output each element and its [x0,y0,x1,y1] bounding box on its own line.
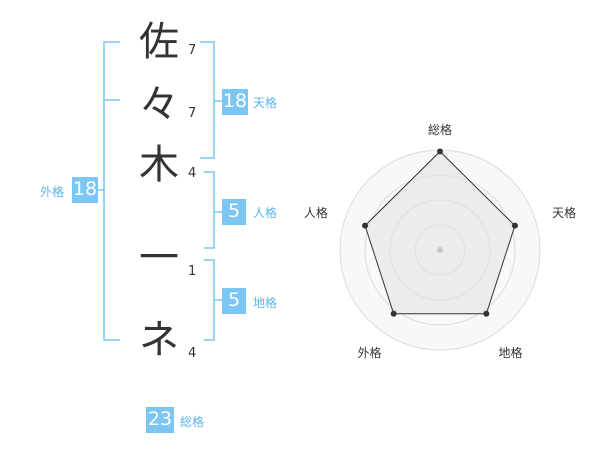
name-char-3: 木 [139,142,179,188]
stroke-count-3: 4 [188,166,197,181]
name-char-5: ネ [139,317,179,363]
stroke-count-1: 7 [188,43,197,58]
radar-point-3 [483,310,490,317]
stroke-count-4: 1 [188,264,197,279]
soukaku-label: 総格 [180,415,205,429]
radar-axis-label-5: 人格 [303,205,328,220]
chikaku-label: 地格 [253,296,278,310]
radar-center-dot [437,247,443,253]
radar-axis-label-4: 外格 [357,346,382,361]
radar-axis-label-3: 地格 [498,346,523,361]
gaikaku-value: 18 [72,177,98,203]
radar-axis-label-2: 天格 [552,205,577,220]
soukaku-value: 23 [146,407,174,433]
jinkaku-label: 人格 [253,206,278,220]
name-char-4: 一 [139,235,179,281]
tenkaku-label: 天格 [253,96,278,110]
stroke-count-5: 4 [188,346,197,361]
radar-point-2 [511,222,518,229]
radar-point-5 [362,222,369,229]
radar-axis-label-1: 総格 [428,123,453,137]
radar-data-polygon [364,150,516,315]
chikaku-value: 5 [222,288,246,314]
radar-point-4 [390,310,397,317]
gaikaku-bracket [103,41,120,341]
radar-point-1 [437,148,443,155]
jinkaku-value: 5 [222,199,246,225]
stroke-count-2: 7 [188,106,197,121]
jinkaku-bracket [204,171,215,249]
name-char-1: 佐 [139,19,179,65]
tenkaku-bracket [200,41,215,159]
tenkaku-value: 18 [222,89,248,115]
name-char-2: 々 [139,82,179,128]
gaikaku-label: 外格 [40,185,65,199]
